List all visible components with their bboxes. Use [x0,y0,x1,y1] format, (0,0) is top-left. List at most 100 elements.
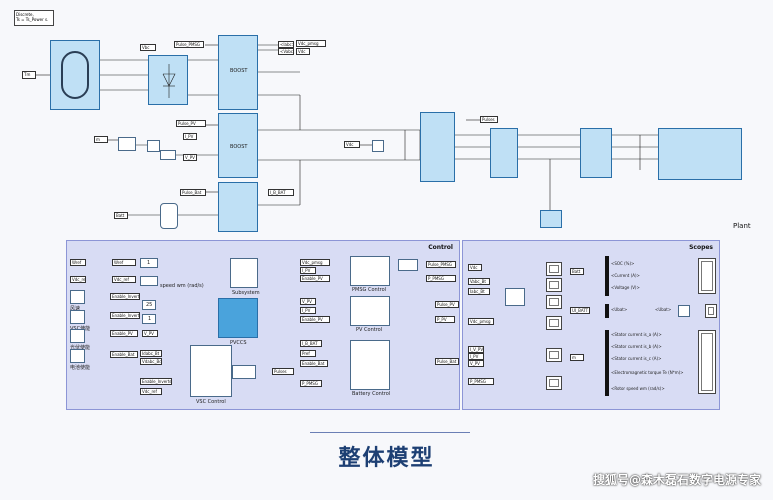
tag-vdc-pmsg[interactable]: Vdc_pmsg [296,40,326,47]
vsc-step-block[interactable] [70,310,85,324]
ctl-tag-pref[interactable]: Pref [300,350,316,357]
subsystem-block[interactable] [230,258,258,288]
sc-tag-i-pv[interactable]: I_PV [468,353,484,360]
ctl-tag-enable-pv[interactable]: Enable_PV [110,330,138,337]
scope-vdc-pmsg[interactable] [546,316,562,330]
inverter-block[interactable] [420,112,455,182]
grid-block[interactable] [658,128,742,180]
wind-step-block[interactable] [70,290,85,304]
tag-vabc[interactable]: <Vabc> [278,48,294,55]
ctl-tag-pulse-bat[interactable]: Pulse_Bat [435,358,459,365]
pv-array-block[interactable] [160,150,176,160]
bus-selector-machine[interactable] [605,330,609,396]
scope-pv[interactable] [546,348,562,362]
ctl-tag-i-pv-b[interactable]: I_PV [300,307,316,314]
boost-pmsg-block[interactable]: BOOST [218,35,258,110]
lc-filter-block[interactable] [490,128,518,178]
battery-icon[interactable] [160,203,178,229]
const-block-1b[interactable]: 1 [142,314,156,324]
sc-tag-ui-batt[interactable]: UI_BATT [570,307,590,314]
ctl-tag-vdabc[interactable]: Vdabc_Bd [140,358,162,365]
ctl-tag-wref[interactable]: Wref [70,259,86,266]
sc-tag-vdc[interactable]: Vdc [468,264,482,271]
sc-tag-vabc[interactable]: Vabc_Bt [468,278,490,285]
sc-tag-iv-pv[interactable]: I_V_PV [468,346,484,353]
pmsg-block[interactable] [50,40,100,110]
ctl-tag-vdcref[interactable]: Vdc_ref [70,276,86,283]
tag-pulse-pv[interactable]: Pulse_PV [176,120,206,127]
tag-i-batt[interactable]: I_B_BAT [268,189,294,196]
tag-vdc-top[interactable]: Vdc [296,48,310,55]
ctl-tag-enable-bat[interactable]: Enable_Bat [110,351,138,358]
scope-p-pmsg[interactable] [546,376,562,390]
sc-tag-m[interactable]: m [570,354,584,361]
ctl-tag-vdcref2[interactable]: Vdc_ref [112,276,136,283]
ctl-tag-enable-inv3[interactable]: Enable_Inverter [140,378,172,385]
ctl-tag-enable-inv2[interactable]: Enable_Inverter [110,312,140,319]
pv-step-block[interactable] [70,329,85,343]
ctl-tag-pulse-pmsg[interactable]: Pulse_PMSG [426,261,456,268]
scope-ubat[interactable] [705,304,717,318]
ctl-tag-idabc[interactable]: Idabc_Bt [140,350,162,357]
tag-vdc-bus[interactable]: Vdc [344,141,360,148]
transformer-block[interactable] [580,128,612,178]
tag-iabc[interactable]: <Iabc> [278,41,294,48]
tag-m[interactable]: m [94,136,108,143]
bus-selector-battery[interactable] [605,256,609,296]
sc-tag-v-pv[interactable]: V_PV [468,360,484,367]
tag-pulse-bat[interactable]: Pulse_Bat [180,189,206,196]
tag-pulse-pmsg[interactable]: Pulse_PMSG [174,41,204,48]
ctl-tag-enable-inv[interactable]: Enable_Inverter [110,293,140,300]
ctl-tag-pulse-pv[interactable]: Pulse_PV [435,301,459,308]
ctl-tag-i-batt[interactable]: I_B_BAT [300,340,322,347]
scope-battery[interactable] [698,258,716,294]
gain-block[interactable] [140,276,158,286]
scope-power[interactable] [546,295,562,309]
ctl-tag-pulses[interactable]: Pulses [272,368,294,375]
boost-pv-block[interactable]: BOOST [218,113,258,178]
vsc-control-block[interactable] [190,345,232,397]
pv-gain-block[interactable] [147,140,160,152]
ctl-tag-p-pv[interactable]: P_PV [435,316,455,323]
battery-control-block[interactable] [350,340,390,390]
sc-product-block[interactable] [678,305,690,317]
pmsg-control-block[interactable] [350,256,390,286]
rectifier-block[interactable] [148,55,188,105]
ctl-tag-i-pv-a[interactable]: I_PV [300,267,316,274]
tag-i-pv[interactable]: I_PV [183,133,197,140]
ctl-tag-wref2[interactable]: Wref [112,259,136,266]
const-block-1[interactable]: 1 [140,258,158,268]
bus-selector-ubat[interactable] [605,304,609,318]
tag-batt[interactable]: Batt [114,212,128,219]
sc-tag-batt[interactable]: Batt [570,268,584,275]
pv-control-block[interactable] [350,296,390,326]
ctl-tag-enable-pv-a[interactable]: Enable_PV [300,275,330,282]
ctl-tag-v-pv[interactable]: V_PV [142,330,158,337]
pmsg-mux[interactable] [398,259,418,271]
sc-tag-p-pmsg[interactable]: P_PMSG [468,378,494,385]
tag-pulses[interactable]: Pulses [480,116,498,123]
ctl-tag-vdc-pmsg[interactable]: Vdc_pmsg [300,259,330,266]
scope-machine[interactable] [698,330,716,394]
voltage-meter[interactable] [372,140,384,152]
discrete-powergui[interactable]: Discrete, Ts = Ts_Power s. [14,10,54,26]
const-block-25[interactable]: 25 [142,300,156,310]
tag-v-pv[interactable]: V_PV [183,154,197,161]
pwm-block[interactable] [232,365,256,379]
irradiance-block[interactable] [118,137,136,151]
filter-capacitor[interactable] [540,210,562,228]
sc-tag-iabc[interactable]: Iabc_Bt [468,288,490,295]
ctl-tag-p-pmsg[interactable]: P_PMSG [426,275,456,282]
ctl-tag-p-pmsg2[interactable]: P_PMSG [300,380,322,387]
ctl-tag-v-pv-b[interactable]: V_PV [300,298,316,305]
bat-step-block[interactable] [70,349,85,363]
boost-bat-block[interactable] [218,182,258,232]
scope-vabc[interactable] [546,278,562,292]
tag-tm[interactable]: Tm [22,71,36,79]
pvccs-block[interactable] [218,298,258,338]
ctl-tag-enable-pv-b[interactable]: Enable_PV [300,316,330,323]
ctl-tag-enable-bat2[interactable]: Enable_Bat [300,360,328,367]
tag-vbc[interactable]: Vbc [140,44,156,51]
sc-tag-vdc-pmsg[interactable]: Vdc_pmsg [468,318,494,325]
scope-vdc[interactable] [546,262,562,276]
